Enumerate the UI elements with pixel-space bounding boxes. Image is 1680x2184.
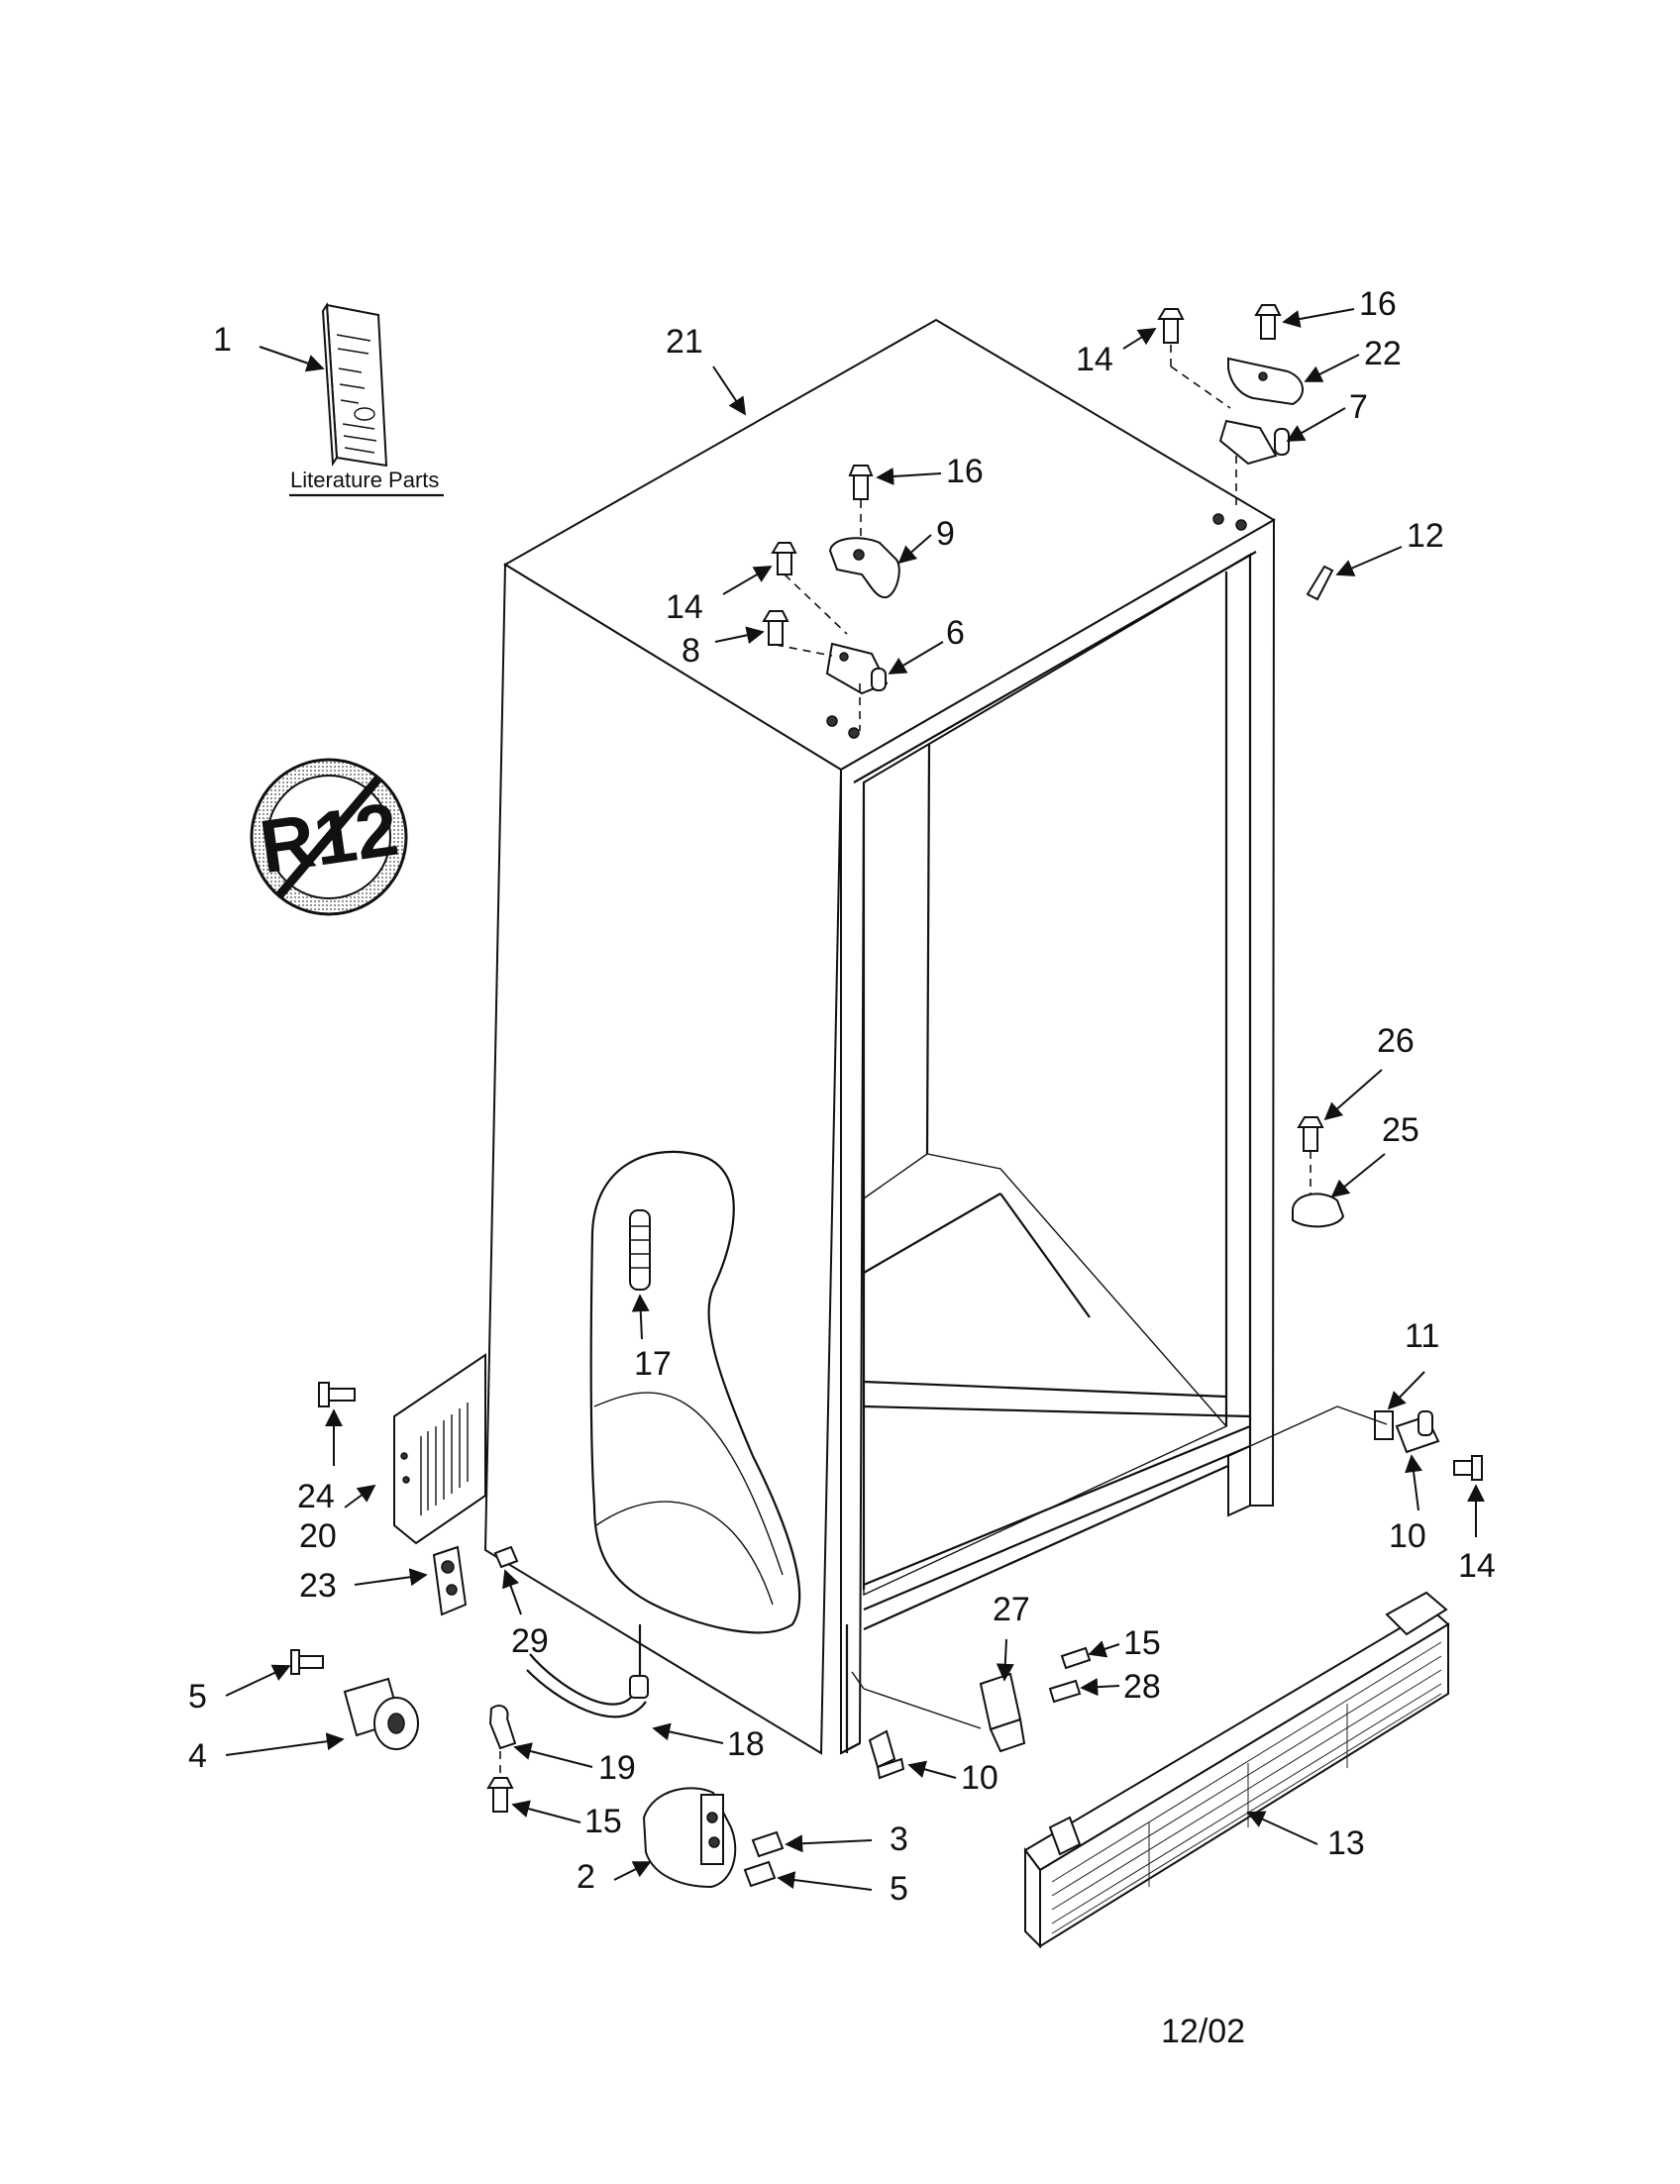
bracket-part [1292,1116,1345,1228]
callout-26: 26 [1377,1022,1415,1060]
bracket-10-lower [868,1729,905,1780]
callout-28: 28 [1123,1668,1161,1706]
callout-2: 2 [577,1858,595,1896]
literature-caption: Literature Parts [290,468,439,492]
callout-14-lower-right: 14 [1458,1547,1496,1585]
callout-13: 13 [1327,1824,1365,1862]
callout-7: 7 [1349,388,1368,426]
top-hinge-left [762,465,900,731]
clip-part [1306,565,1334,601]
top-hinge-right [1157,304,1304,510]
callout-15-lower: 15 [584,1803,622,1840]
cabinet-assembly [483,318,1276,1755]
callout-1: 1 [213,321,232,359]
callout-labels: 1 21 14 16 22 7 16 9 12 14 8 6 26 25 17 … [188,285,1496,1908]
callout-9: 9 [936,515,955,553]
callout-15-right: 15 [1123,1624,1161,1662]
callout-22: 22 [1364,335,1402,372]
callout-21: 21 [666,323,703,361]
water-tube [486,1624,649,1813]
leader-arrows [225,308,1485,1891]
callout-8: 8 [682,632,700,670]
callout-20: 20 [299,1517,337,1555]
callout-19: 19 [598,1749,636,1787]
callout-29: 29 [511,1622,549,1660]
callout-10-right: 10 [1389,1517,1426,1555]
callout-17: 17 [634,1345,672,1383]
callout-4: 4 [188,1737,207,1775]
lower-hinge-center [642,1787,785,1889]
callout-18: 18 [727,1725,765,1763]
callout-14-center: 14 [666,588,703,626]
lower-hinge-right [1249,1405,1483,1481]
callout-25: 25 [1382,1111,1419,1149]
callout-11: 11 [1405,1317,1439,1355]
leveler-bracket [432,1545,519,1616]
callout-10-lower: 10 [961,1759,998,1797]
date-code: 12/02 [1161,2013,1245,2050]
callout-12: 12 [1407,517,1444,555]
callout-27: 27 [993,1591,1030,1628]
callout-16-center: 16 [946,453,984,490]
literature-booklet-icon [321,301,388,468]
vented-panel [318,1353,486,1545]
callout-14-top-right: 14 [1076,341,1113,378]
callout-6: 6 [946,614,965,652]
callout-5-lower: 5 [890,1870,908,1908]
drain-tube-part [629,1209,651,1291]
callout-5-left: 5 [188,1678,207,1716]
callout-3: 3 [890,1820,908,1858]
callout-23: 23 [299,1567,337,1605]
roller-assembly-left [290,1649,419,1750]
callout-16-top-right: 16 [1359,285,1397,323]
no-r12-badge: R12 [250,758,408,916]
toe-grille [1023,1591,1450,1949]
hinge-block-27 [851,1646,1092,1753]
callout-24: 24 [297,1478,335,1515]
